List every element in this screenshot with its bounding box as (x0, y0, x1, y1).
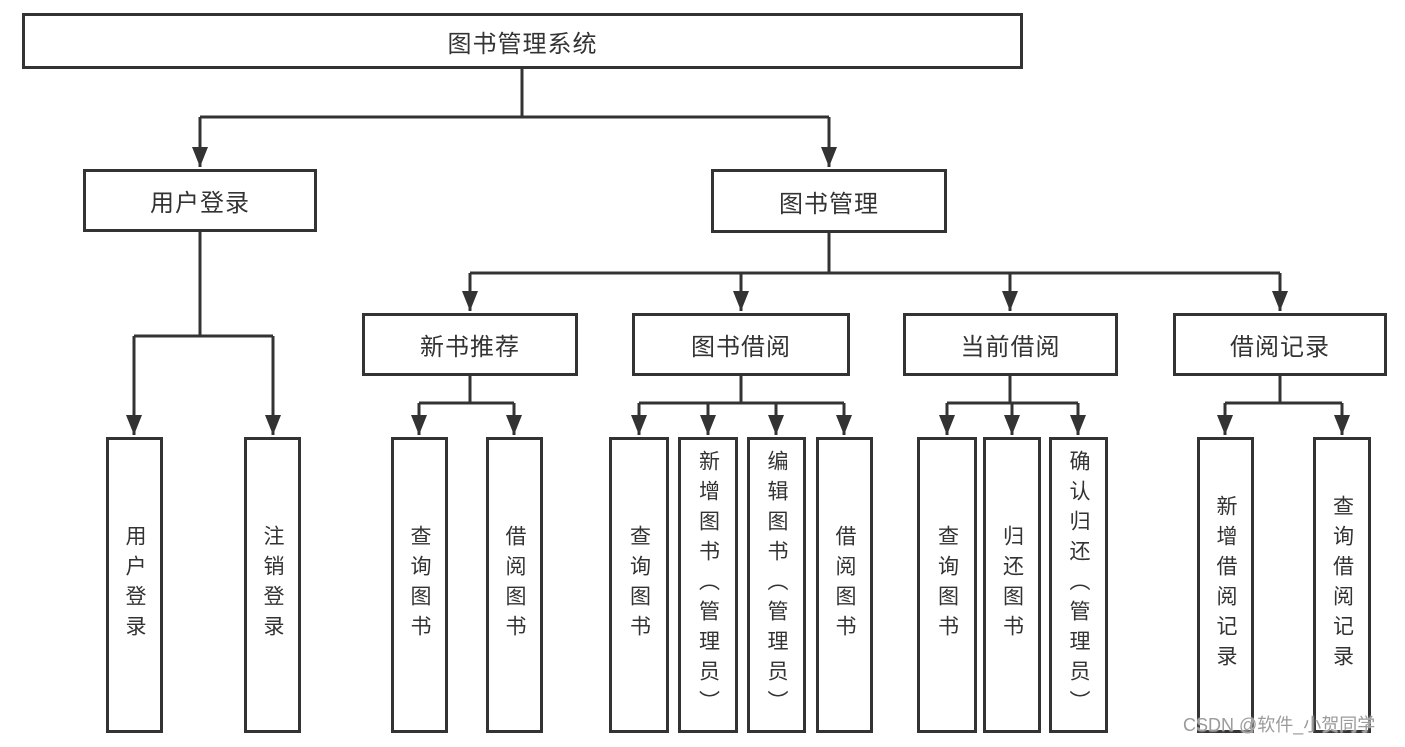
leaf-label: 查询图书 (627, 525, 651, 645)
leaf-label: 注销登录 (261, 525, 284, 645)
leaf-label: 借阅图书 (833, 525, 856, 645)
leaf-label: 查询图书 (935, 525, 959, 645)
leaf-user-login: 用户登录 (106, 437, 163, 733)
leaf-query-books-current: 查询图书 (917, 437, 977, 733)
leaf-label: 新增借阅记录 (1214, 495, 1237, 675)
leaf-query-borrow-record: 查询借阅记录 (1313, 437, 1371, 733)
node-current-borrow: 当前借阅 (903, 313, 1118, 376)
node-borrow-records: 借阅记录 (1173, 313, 1387, 376)
leaf-borrow-books-recommend: 借阅图书 (486, 437, 543, 733)
leaf-label: 编辑图书（管理员） (765, 450, 788, 720)
node-new-book-recommend: 新书推荐 (362, 313, 578, 376)
csdn-watermark: CSDN @软件_小贺同学 (1183, 715, 1376, 735)
leaf-query-books-borrow: 查询图书 (609, 437, 669, 733)
leaf-query-books-recommend: 查询图书 (391, 437, 448, 733)
leaf-label: 用户登录 (123, 525, 146, 645)
leaf-label: 查询借阅记录 (1330, 495, 1354, 675)
node-book-management: 图书管理 (711, 169, 947, 233)
arrow-drop-lines (126, 117, 1350, 435)
leaf-label: 查询图书 (408, 525, 431, 645)
leaf-logout: 注销登录 (244, 437, 301, 733)
leaf-borrow-books: 借阅图书 (816, 437, 873, 733)
leaf-label: 新增图书（管理员） (696, 450, 720, 720)
leaf-confirm-return-admin: 确认归还（管理员） (1049, 437, 1108, 733)
leaf-label: 确认归还（管理员） (1067, 450, 1090, 720)
node-library-system: 图书管理系统 (22, 13, 1023, 69)
leaf-label: 借阅图书 (503, 525, 526, 645)
leaf-add-borrow-record: 新增借阅记录 (1197, 437, 1254, 733)
leaf-return-book: 归还图书 (983, 437, 1041, 733)
node-book-borrow: 图书借阅 (632, 313, 850, 376)
node-user-login: 用户登录 (83, 169, 317, 232)
leaf-edit-book-admin: 编辑图书（管理员） (747, 437, 806, 733)
leaf-add-book-admin: 新增图书（管理员） (678, 437, 738, 733)
leaf-label: 归还图书 (1000, 525, 1024, 645)
